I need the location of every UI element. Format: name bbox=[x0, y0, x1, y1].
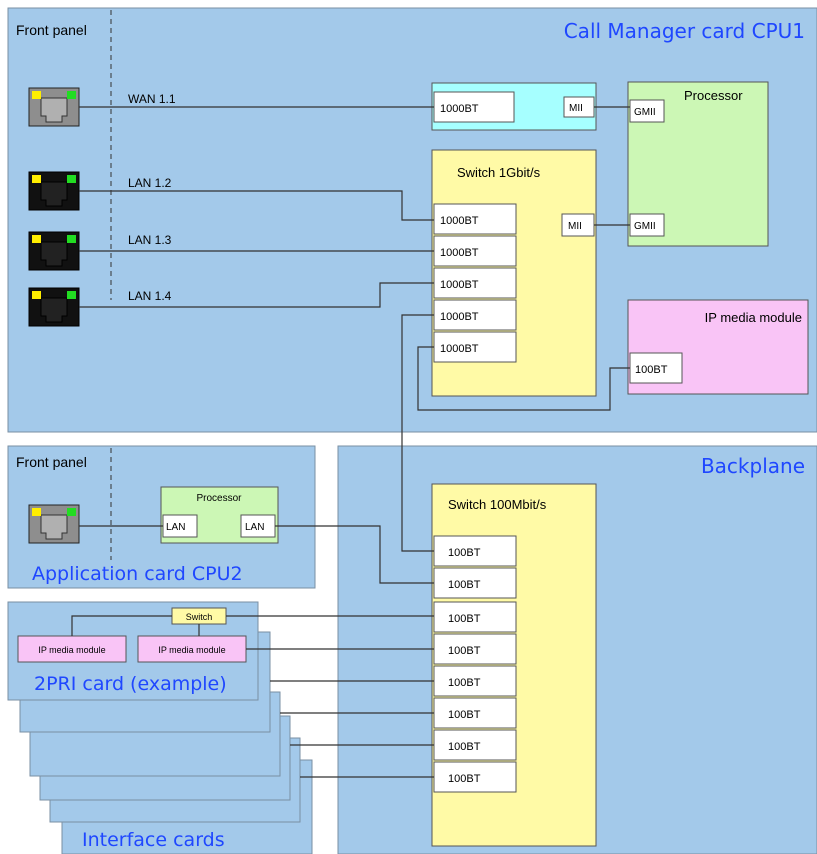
port-label-lan12: LAN 1.2 bbox=[128, 176, 172, 190]
gmii-1-label: GMII bbox=[634, 107, 656, 118]
pri-media-module-2 bbox=[137, 635, 247, 663]
switch-100m-port-6-label: 100BT bbox=[448, 709, 481, 721]
switch-100m-port-8-label: 100BT bbox=[448, 773, 481, 785]
cpu1-front-panel-label: Front panel bbox=[16, 22, 87, 38]
cpu2-lan-b-label: LAN bbox=[245, 522, 264, 533]
pri-card-title: 2PRI card (example) bbox=[34, 673, 227, 695]
cpu2-front-panel-label: Front panel bbox=[16, 454, 87, 470]
port-label-lan14: LAN 1.4 bbox=[128, 289, 172, 303]
gmii-2-label: GMII bbox=[634, 221, 656, 232]
wire-pri-switch-media1 bbox=[71, 615, 172, 636]
switch-1g-port-4 bbox=[433, 299, 517, 331]
port-label-lan13: LAN 1.3 bbox=[128, 233, 172, 247]
switch-1gbit-title: Switch 1Gbit/s bbox=[457, 165, 541, 180]
switch-100m-port-3-label: 100BT bbox=[448, 613, 481, 625]
wire-cpu2-lan-backplane bbox=[275, 525, 434, 584]
switch-100m-port-5-label: 100BT bbox=[448, 677, 481, 689]
switch-1g-port-4-label: 1000BT bbox=[440, 311, 479, 323]
wire-1g-port4-backplane bbox=[401, 314, 434, 552]
switch-100m-port-7 bbox=[433, 729, 517, 761]
lan12-rj45-icon bbox=[28, 171, 80, 211]
cpu1-media-title: IP media module bbox=[705, 310, 802, 325]
cpu1-processor-title: Processor bbox=[684, 88, 743, 103]
switch-100m-port-5 bbox=[433, 665, 517, 697]
wan-rj45-icon bbox=[28, 87, 80, 127]
switch-1g-port-1 bbox=[433, 203, 517, 235]
media-100bt-label: 100BT bbox=[635, 364, 668, 376]
switch-1g-port-1-label: 1000BT bbox=[440, 215, 479, 227]
switch-100m-port-4-label: 100BT bbox=[448, 645, 481, 657]
switch-1g-mii-label: MII bbox=[568, 221, 582, 232]
cpu2-rj45-icon bbox=[28, 504, 80, 544]
media-100bt-port bbox=[629, 352, 683, 384]
switch-100m-port-2-label: 100BT bbox=[448, 579, 481, 591]
switch-100m-port-1 bbox=[433, 535, 517, 567]
switch-1g-port-2 bbox=[433, 235, 517, 267]
interface-cards-title: Interface cards bbox=[82, 829, 225, 851]
switch-1g-port-2-label: 1000BT bbox=[440, 247, 479, 259]
switch-100m-port-2 bbox=[433, 567, 517, 599]
switch-100m-ports: 100BT 100BT 100BT 100BT 100BT 100BT 100B… bbox=[433, 535, 517, 793]
cpu2-processor-title: Processor bbox=[196, 493, 242, 504]
wire-lan14 bbox=[79, 282, 434, 308]
cpu2-title: Application card CPU2 bbox=[32, 563, 243, 585]
pri-media-1-label: IP media module bbox=[38, 645, 105, 655]
switch-100m-port-4 bbox=[433, 633, 517, 665]
switch-100mbit-title: Switch 100Mbit/s bbox=[448, 497, 547, 512]
switch-1g-port-3-label: 1000BT bbox=[440, 279, 479, 291]
switch-100m-port-7-label: 100BT bbox=[448, 741, 481, 753]
switch-100m-port-1-label: 100BT bbox=[448, 547, 481, 559]
backplane-title: Backplane bbox=[701, 454, 805, 478]
cpu1-title: Call Manager card CPU1 bbox=[564, 19, 805, 43]
gmii-port-1 bbox=[629, 99, 665, 123]
wires bbox=[71, 106, 630, 778]
port-label-wan11: WAN 1.1 bbox=[128, 92, 176, 106]
cpu2-lan-a-label: LAN bbox=[166, 522, 185, 533]
pri-switch-label: Switch bbox=[186, 612, 213, 622]
wire-lan12 bbox=[79, 190, 434, 221]
wan-1000bt-label: 1000BT bbox=[440, 103, 479, 115]
switch-1g-port-5-label: 1000BT bbox=[440, 343, 479, 355]
pri-media-module-1 bbox=[17, 635, 127, 663]
switch-100m-port-3 bbox=[433, 601, 517, 633]
switch-100m-port-6 bbox=[433, 697, 517, 729]
lan13-rj45-icon bbox=[28, 231, 80, 271]
wan-mii-label: MII bbox=[569, 103, 583, 114]
pri-media-2-label: IP media module bbox=[158, 645, 225, 655]
lan14-rj45-icon bbox=[28, 287, 80, 327]
wan-1000bt-port bbox=[433, 91, 515, 123]
wire-1g-port5-media bbox=[417, 346, 630, 411]
